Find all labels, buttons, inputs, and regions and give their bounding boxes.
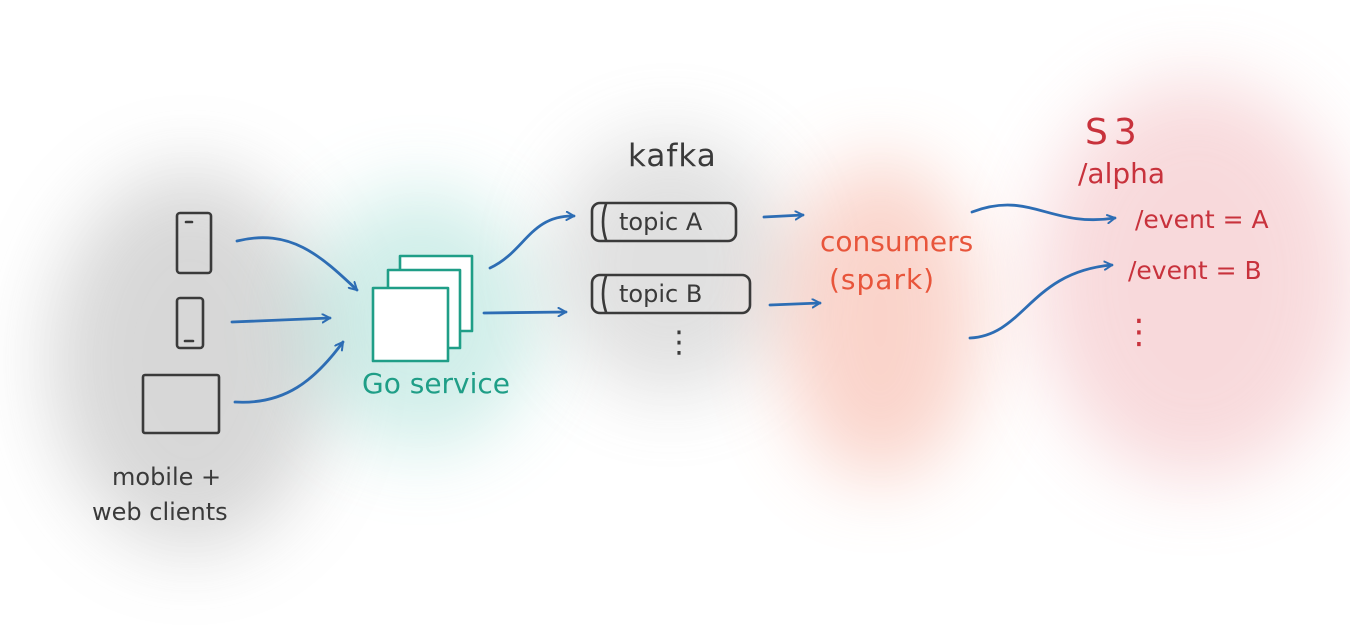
arrow-phone-to-service [235,236,359,292]
kafka-title: kafka [628,138,717,174]
arrow-topic-a-to-consumers [762,215,805,217]
topic-b-cylinder [590,273,752,315]
spark-wash [780,160,980,480]
consumers-label: consumers [820,225,974,258]
s3-wash [1035,80,1350,480]
kafka-more-topics: ⋮ [664,325,694,360]
arrows [230,203,1117,404]
kafka-wash [550,135,790,395]
arrow-service-to-topic-a [488,216,576,270]
arrow-consumers-to-event-a [970,203,1117,220]
laptop-icon [141,373,221,435]
arrow-small-phone-to-service [230,318,332,324]
go-service-label: Go service [362,367,511,400]
partition-b-label: /event = B [1128,256,1262,285]
go-service-icon [371,254,474,363]
phone-icon [175,211,213,275]
clients-label-line2: web clients [92,498,228,526]
arrow-laptop-to-service [233,340,345,404]
s3-title: S3 [1085,112,1143,153]
clients-label-line1: mobile + [112,463,222,491]
partition-a-label: /event = A [1135,205,1269,234]
clients-wash [50,170,330,550]
arrow-topic-b-to-consumers [768,303,822,305]
arrow-service-to-topic-b [482,312,568,313]
background-washes [50,80,1350,550]
topic-b-label: topic B [619,280,703,308]
arrow-consumers-to-event-b [968,265,1114,340]
spark-label: (spark) [829,263,936,296]
kafka-topics [590,201,752,315]
client-devices [141,211,221,435]
s3-more-partitions: ⋮ [1122,312,1156,352]
s3-path-label: /alpha [1078,157,1166,190]
small-phone-icon [175,296,205,350]
topic-a-cylinder [590,201,738,243]
topic-a-label: topic A [619,208,703,236]
